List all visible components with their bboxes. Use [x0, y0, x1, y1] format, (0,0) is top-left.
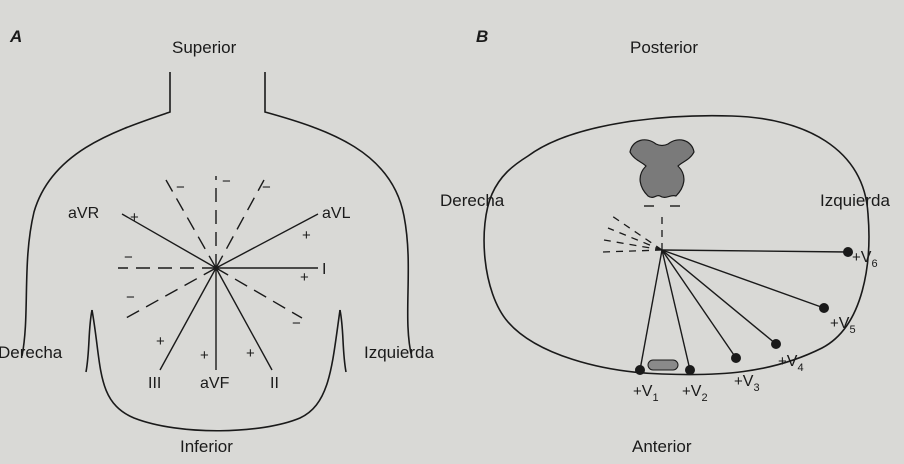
sign-ii-minus: − [176, 179, 185, 196]
panel-b-derecha-label: Derecha [440, 191, 505, 210]
precordial-negative-fan [602, 214, 662, 252]
panel-b-posterior-label: Posterior [630, 38, 698, 57]
panel-a-superior-label: Superior [172, 38, 237, 57]
lead-v4-line [662, 250, 776, 344]
lead-v1-line [640, 250, 662, 370]
sign-avf-plus: + [200, 347, 209, 364]
electrode-v4 [771, 339, 781, 349]
panel-a: A Superior aV [0, 27, 434, 456]
lead-ii-positive [216, 268, 272, 370]
sternum [648, 360, 678, 370]
hexaxial-lead-lines [118, 176, 318, 370]
electrode-v5 [819, 303, 829, 313]
neg-ray-3 [604, 240, 662, 250]
precordial-lead-lines [640, 250, 848, 370]
lead-label-i: I [322, 261, 326, 278]
electrode-v3 [731, 353, 741, 363]
lead-v6-line [662, 250, 848, 252]
sign-avr-plus: + [130, 209, 139, 226]
panel-a-inferior-label: Inferior [180, 437, 233, 456]
sign-iii-plus: + [156, 333, 165, 350]
left-arm-outline [86, 310, 92, 372]
panel-a-letter: A [9, 27, 22, 46]
sign-i-plus: + [300, 269, 309, 286]
sign-avl-minus: − [126, 289, 135, 306]
spine-vertebra [630, 140, 694, 198]
lead-ii-negative [166, 180, 216, 268]
sign-avl-plus: + [302, 227, 311, 244]
panel-b-letter: B [476, 27, 488, 46]
sign-ii-plus: + [246, 345, 255, 362]
lead-v2-line [662, 250, 690, 370]
lead-label-avl: aVL [322, 205, 351, 222]
lead-label-avr: aVR [68, 205, 99, 222]
panel-a-izquierda-label: Izquierda [364, 343, 434, 362]
electrode-v1 [635, 365, 645, 375]
sign-iii-minus: − [262, 179, 271, 196]
label-v1: +V1 [633, 383, 659, 404]
lead-avr-negative [216, 268, 302, 318]
panel-a-derecha-label: Derecha [0, 343, 63, 362]
neg-ray-4 [602, 250, 662, 252]
label-v2: +V2 [682, 383, 708, 404]
sign-avf-minus: − [222, 173, 231, 190]
label-v3: +V3 [734, 373, 760, 394]
lead-v5-line [662, 250, 824, 308]
panel-b-izquierda-label: Izquierda [820, 191, 890, 210]
panel-b: B Posterior [440, 27, 890, 456]
electrode-v2 [685, 365, 695, 375]
sign-i-minus: − [124, 249, 133, 266]
panel-b-anterior-label: Anterior [632, 437, 692, 456]
precordial-electrodes [635, 247, 853, 375]
lead-label-iii: III [148, 375, 161, 392]
label-v4: +V4 [778, 353, 804, 374]
label-v6: +V6 [852, 249, 878, 270]
lead-label-avf: aVF [200, 375, 230, 392]
lead-v3-line [662, 250, 736, 358]
right-arm-outline [340, 310, 346, 372]
sign-avr-minus: − [292, 315, 301, 332]
lead-label-ii: II [270, 375, 279, 392]
